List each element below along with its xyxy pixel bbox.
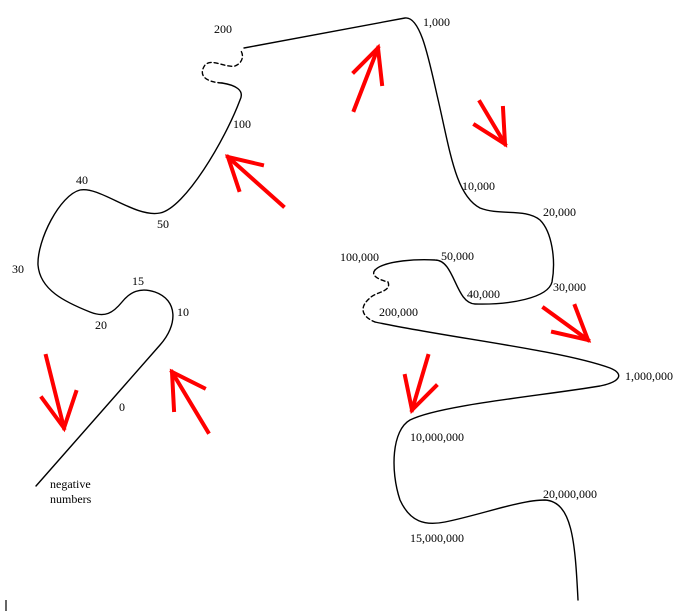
direction-arrow-right-1000000 bbox=[541, 303, 592, 343]
label-negative-numbers-1: negative bbox=[50, 477, 91, 491]
label-40: 40 bbox=[76, 173, 88, 187]
label-50000: 50,000 bbox=[441, 249, 474, 263]
direction-arrow-down-right-10000 bbox=[472, 99, 508, 148]
number-curve-final bbox=[374, 321, 620, 601]
label-30000: 30,000 bbox=[553, 280, 586, 294]
label-1000000: 1,000,000 bbox=[625, 369, 673, 383]
label-40000: 40,000 bbox=[467, 287, 500, 301]
label-15000000: 15,000,000 bbox=[410, 531, 464, 545]
label-negative-numbers-2: numbers bbox=[50, 492, 92, 506]
label-20: 20 bbox=[95, 318, 107, 332]
label-100000: 100,000 bbox=[340, 250, 379, 264]
label-200: 200 bbox=[214, 22, 232, 36]
label-20000000: 20,000,000 bbox=[543, 487, 597, 501]
number-curve-dashed-middle bbox=[362, 269, 390, 323]
label-10000: 10,000 bbox=[462, 179, 495, 193]
number-curve-upper bbox=[243, 17, 555, 305]
direction-arrow-up-zero bbox=[169, 368, 211, 435]
label-10: 10 bbox=[177, 305, 189, 319]
label-1000: 1,000 bbox=[423, 15, 450, 29]
direction-arrow-up-left-100 bbox=[224, 154, 286, 209]
label-200000: 200,000 bbox=[379, 305, 418, 319]
number-curve-dashed-upper bbox=[201, 49, 244, 84]
label-100: 100 bbox=[233, 117, 251, 131]
label-15: 15 bbox=[132, 274, 144, 288]
label-10000000: 10,000,000 bbox=[410, 430, 464, 444]
label-20000: 20,000 bbox=[543, 205, 576, 219]
label-30: 30 bbox=[12, 262, 24, 276]
direction-arrow-down-left bbox=[39, 353, 79, 433]
label-0: 0 bbox=[119, 400, 125, 414]
direction-arrow-up-1000 bbox=[351, 43, 385, 113]
direction-arrow-down-10000000 bbox=[402, 353, 439, 415]
label-50: 50 bbox=[157, 217, 169, 231]
number-curve-lower bbox=[35, 82, 242, 487]
